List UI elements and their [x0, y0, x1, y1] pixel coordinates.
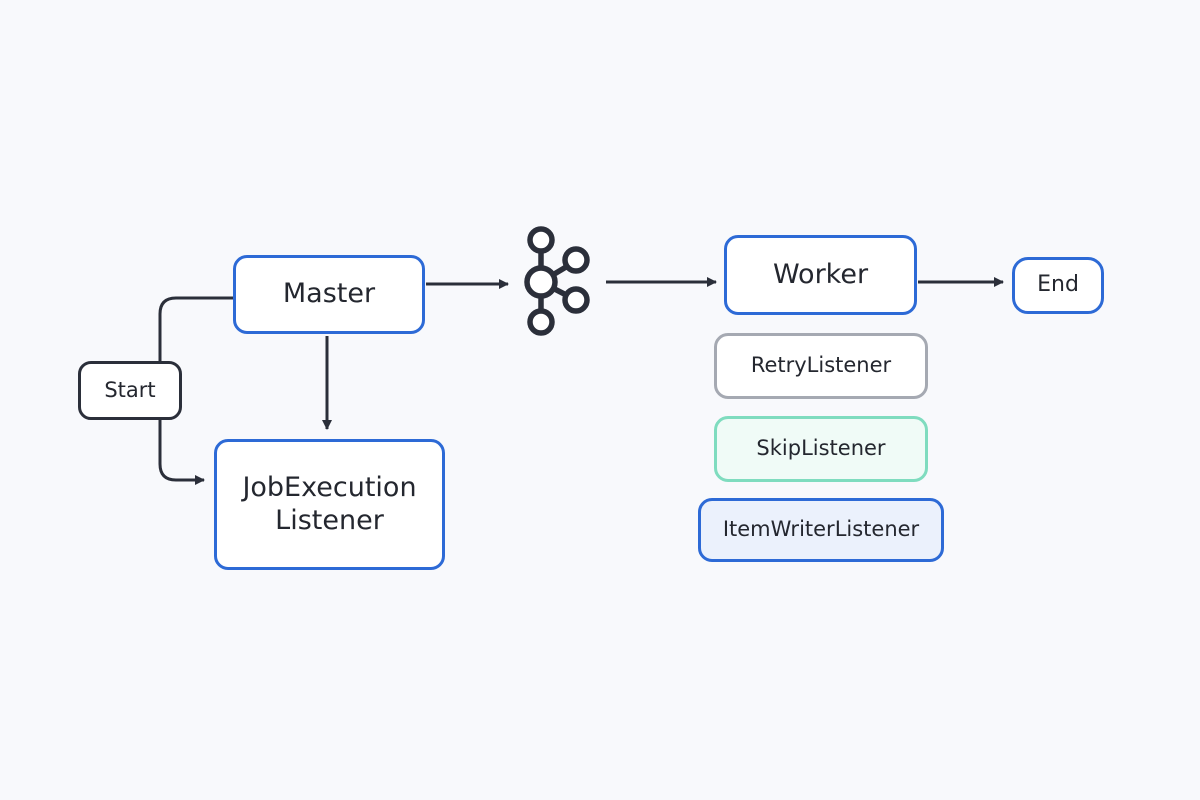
skip-listener-label: SkipListener: [756, 436, 886, 461]
retry-listener-node: RetryListener: [714, 333, 928, 399]
connector-master-to-start: [158, 296, 233, 361]
job-execution-listener-label-line-2: Listener: [275, 504, 384, 536]
connector-start-to-jobexecutionlistener: [158, 420, 205, 485]
master-node: Master: [233, 255, 425, 334]
job-execution-listener-node: JobExecution Listener: [214, 439, 445, 570]
master-label: Master: [282, 278, 376, 310]
retry-listener-label: RetryListener: [750, 353, 892, 378]
start-node: Start: [78, 361, 182, 420]
kafka-hub-icon: [524, 226, 590, 336]
item-writer-listener-label: ItemWriterListener: [722, 517, 920, 542]
end-label: End: [1037, 272, 1079, 298]
end-node: End: [1012, 257, 1104, 314]
skip-listener-node: SkipListener: [714, 416, 928, 482]
item-writer-listener-node: ItemWriterListener: [698, 498, 944, 562]
worker-label: Worker: [772, 258, 869, 290]
start-label: Start: [104, 377, 156, 402]
worker-node: Worker: [724, 235, 917, 315]
job-execution-listener-label-line-1: JobExecution: [242, 472, 417, 504]
